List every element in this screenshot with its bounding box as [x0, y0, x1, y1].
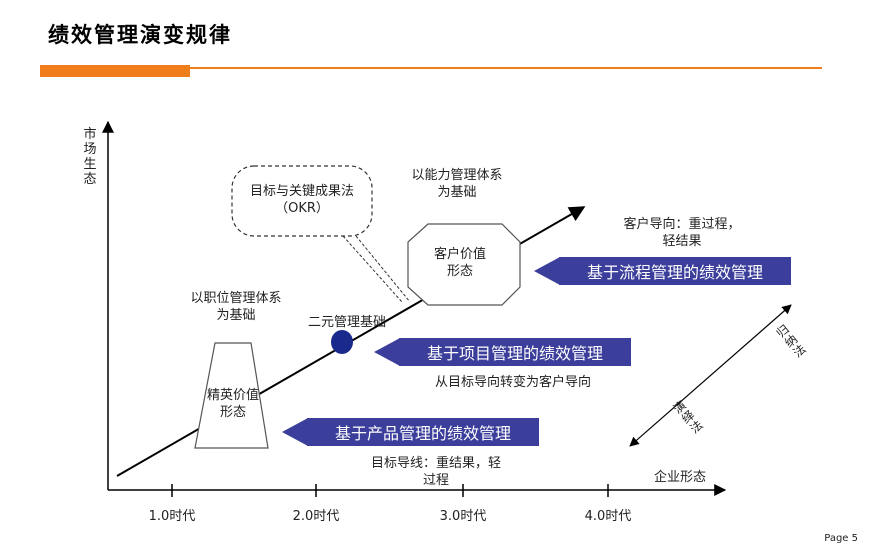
x-axis-label: 企业形态 [653, 470, 706, 485]
stage2-note-text: 从目标导向转变为客户导向 [434, 375, 591, 390]
x-tick-label-1: 1.0时代 [148, 509, 196, 524]
callout-pointer-b [355, 235, 411, 303]
x-tick-label-4: 4.0时代 [584, 509, 632, 524]
header-accent-bar [40, 65, 190, 77]
stage1-base-text: 以职位管理体系为基础 [190, 291, 282, 323]
banner-project-arrowhead [374, 338, 400, 366]
stage3-base-text: 以能力管理体系为基础 [411, 168, 503, 200]
okr-callout-box [231, 165, 373, 237]
stage1-trapezoid [194, 342, 269, 449]
page-title: 绩效管理演变规律 [48, 22, 232, 47]
banner-product-arrowhead [282, 418, 308, 446]
milestone-text: 二元管理基础 [307, 315, 386, 330]
x-tick-label-3: 3.0时代 [439, 509, 487, 524]
header-rule [40, 67, 822, 69]
page-number: Page 5 [824, 533, 858, 544]
stage3-octagon [407, 223, 521, 306]
method-arrow [629, 304, 792, 447]
banner-process-arrowhead [534, 257, 560, 285]
stage3-shape-text: 客户价值形态 [433, 247, 486, 279]
x-tick-label-2: 2.0时代 [292, 509, 340, 524]
y-axis-label: 市场生态 [83, 127, 97, 187]
okr-callout-text: 目标与关键成果法（OKR） [249, 184, 354, 216]
stage1-shape-text: 精英价值形态 [206, 388, 259, 420]
milestone-dot [331, 330, 353, 354]
stage3-note-text: 客户导向：重过程，轻结果 [623, 217, 741, 249]
stage1-note-text: 目标导线：重结果，轻过程 [371, 456, 502, 488]
banner-process: 基于流程管理的绩效管理 [559, 257, 791, 285]
callout-pointer-a [342, 235, 403, 303]
banner-project: 基于项目管理的绩效管理 [399, 338, 631, 366]
banner-product: 基于产品管理的绩效管理 [307, 418, 539, 446]
